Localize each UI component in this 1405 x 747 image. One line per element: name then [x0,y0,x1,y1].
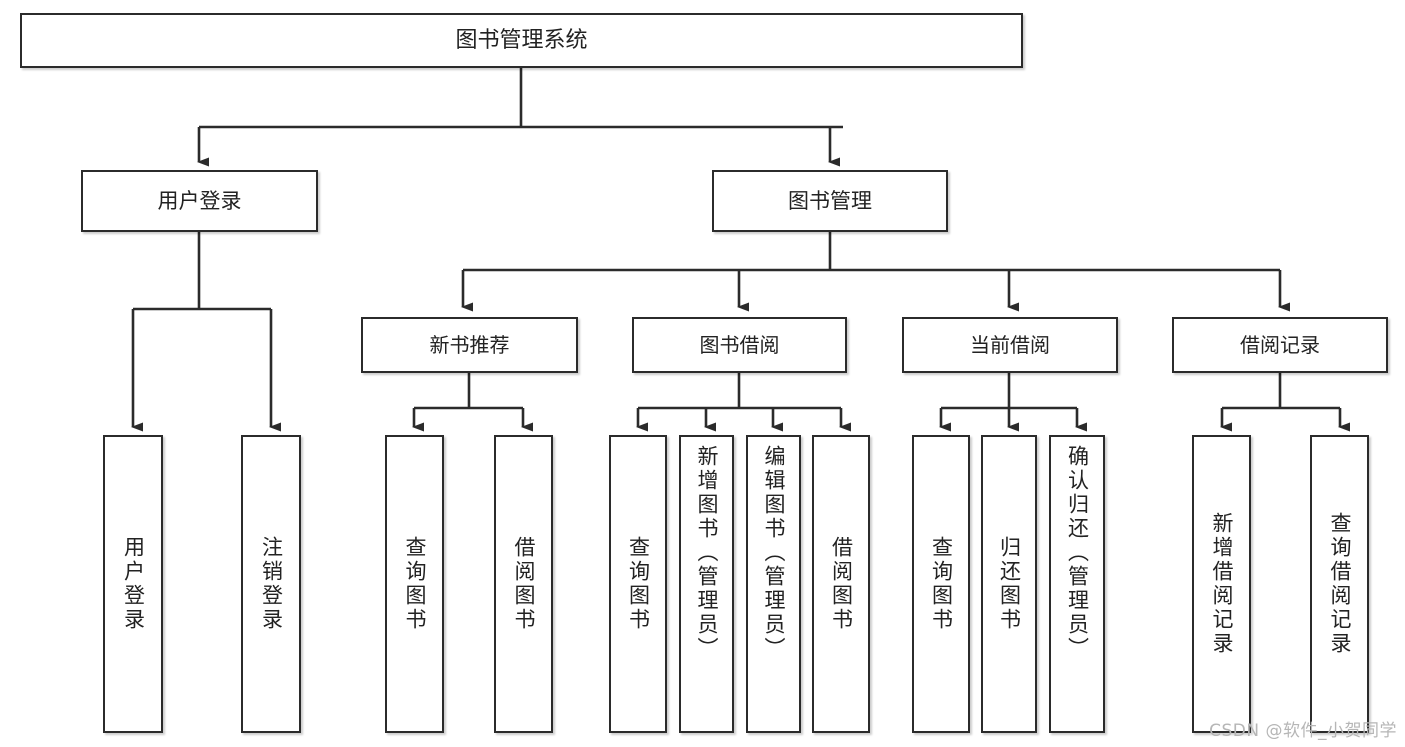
node-book-borrow-label: 图书借阅 [699,332,780,357]
node-leaf-query-book-3[interactable]: 查询图书 [912,435,970,733]
node-leaf-user-login-label: 用户登录 [121,536,146,632]
node-leaf-edit-book-admin[interactable]: 编辑图书（管理员） [746,435,801,733]
node-leaf-add-borrow-record[interactable]: 新增借阅记录 [1192,435,1251,733]
node-leaf-query-book-2-label: 查询图书 [626,536,651,632]
node-leaf-query-book-1-label: 查询图书 [403,536,427,632]
node-leaf-add-borrow-record-label: 新增借阅记录 [1210,512,1234,656]
node-leaf-query-book-1[interactable]: 查询图书 [385,435,444,733]
node-new-book-recommend-label: 新书推荐 [429,332,510,357]
node-leaf-borrow-book-2-label: 借阅图书 [829,536,854,632]
node-leaf-add-book-admin[interactable]: 新增图书（管理员） [679,435,734,733]
node-new-book-recommend[interactable]: 新书推荐 [361,317,578,373]
node-current-borrow[interactable]: 当前借阅 [902,317,1118,373]
node-leaf-confirm-return-admin[interactable]: 确认归还（管理员） [1049,435,1105,733]
node-leaf-logout-login-label: 注销登录 [259,536,284,632]
node-leaf-query-borrow-record[interactable]: 查询借阅记录 [1310,435,1369,733]
node-user-login[interactable]: 用户登录 [81,170,318,232]
node-leaf-user-login[interactable]: 用户登录 [103,435,163,733]
node-borrow-record-label: 借阅记录 [1240,332,1320,357]
node-leaf-borrow-book-1-label: 借阅图书 [512,536,536,632]
node-leaf-return-book[interactable]: 归还图书 [981,435,1037,733]
node-borrow-record[interactable]: 借阅记录 [1172,317,1388,373]
node-user-login-label: 用户登录 [157,188,242,213]
node-book-management-label: 图书管理 [788,188,872,213]
node-book-management[interactable]: 图书管理 [712,170,948,232]
node-book-borrow[interactable]: 图书借阅 [632,317,847,373]
node-current-borrow-label: 当前借阅 [970,332,1050,357]
node-leaf-query-borrow-record-label: 查询借阅记录 [1328,512,1352,656]
csdn-watermark: CSDN @软件_小贺同学 [1209,721,1397,741]
node-leaf-borrow-book-2[interactable]: 借阅图书 [812,435,870,733]
node-leaf-logout-login[interactable]: 注销登录 [241,435,301,733]
node-root-label: 图书管理系统 [455,27,588,53]
node-leaf-confirm-return-admin-label: 确认归还（管理员） [1065,445,1090,661]
node-leaf-borrow-book-1[interactable]: 借阅图书 [494,435,553,733]
node-leaf-return-book-label: 归还图书 [997,536,1022,632]
node-leaf-edit-book-admin-label: 编辑图书（管理员） [762,445,786,661]
node-leaf-add-book-admin-label: 新增图书（管理员） [695,445,719,661]
node-root-book-management-system[interactable]: 图书管理系统 [20,13,1023,68]
node-leaf-query-book-2[interactable]: 查询图书 [609,435,667,733]
node-leaf-query-book-3-label: 查询图书 [929,536,954,632]
